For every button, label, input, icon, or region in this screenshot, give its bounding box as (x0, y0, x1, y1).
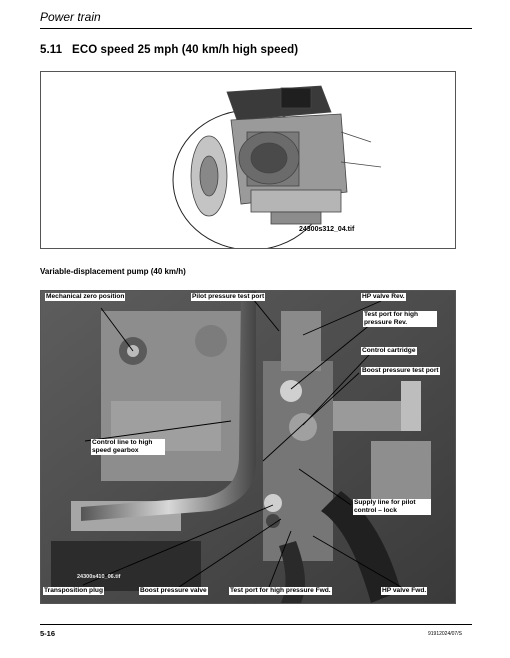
section-title: 5.11 ECO speed 25 mph (40 km/h high spee… (40, 44, 298, 56)
callout-hp-rev: HP valve Rev. (361, 293, 406, 301)
callout-transposition-plug: Transposition plug (43, 587, 104, 595)
callout-control-line: Control line to high speed gearbox (91, 439, 165, 455)
callout-boost-valve: Boost pressure valve (139, 587, 208, 595)
page-number: 5-16 (40, 629, 56, 638)
callout-control-cartridge: Control cartridge (361, 347, 417, 355)
chapter-header: Power train (40, 10, 101, 24)
section-title-text: ECO speed 25 mph (40 km/h high speed) (72, 44, 299, 56)
document-code: 91912024/07/S (428, 631, 462, 637)
figure-2-code: 24300s410_06.tif (77, 574, 121, 580)
callout-hp-fwd: HP valve Fwd. (381, 587, 428, 595)
section-number: 5.11 (40, 44, 63, 56)
callout-test-port-rev: Test port for high pressure Rev. (363, 311, 437, 327)
figure-2-caption: Variable-displacement pump (40 km/h) (40, 267, 186, 276)
callout-boost-test-port: Boost pressure test port (361, 367, 440, 375)
footer-rule (40, 624, 472, 625)
figure-1-code: 24300s312_04.tif (299, 226, 355, 233)
figure-1-frame: 24300s312_04.tif (40, 71, 456, 251)
figure-2-frame: Mechanical zero position Pilot pressure … (40, 290, 456, 604)
header-rule (40, 28, 472, 29)
callout-pilot-port: Pilot pressure test port (191, 293, 266, 301)
callout-test-port-fwd: Test port for high pressure Fwd. (229, 587, 332, 595)
callout-supply-line: Supply line for pilot control – lock (353, 499, 431, 515)
callout-mechanical-zero: Mechanical zero position (45, 293, 126, 301)
pump-overview-illustration (172, 85, 382, 251)
